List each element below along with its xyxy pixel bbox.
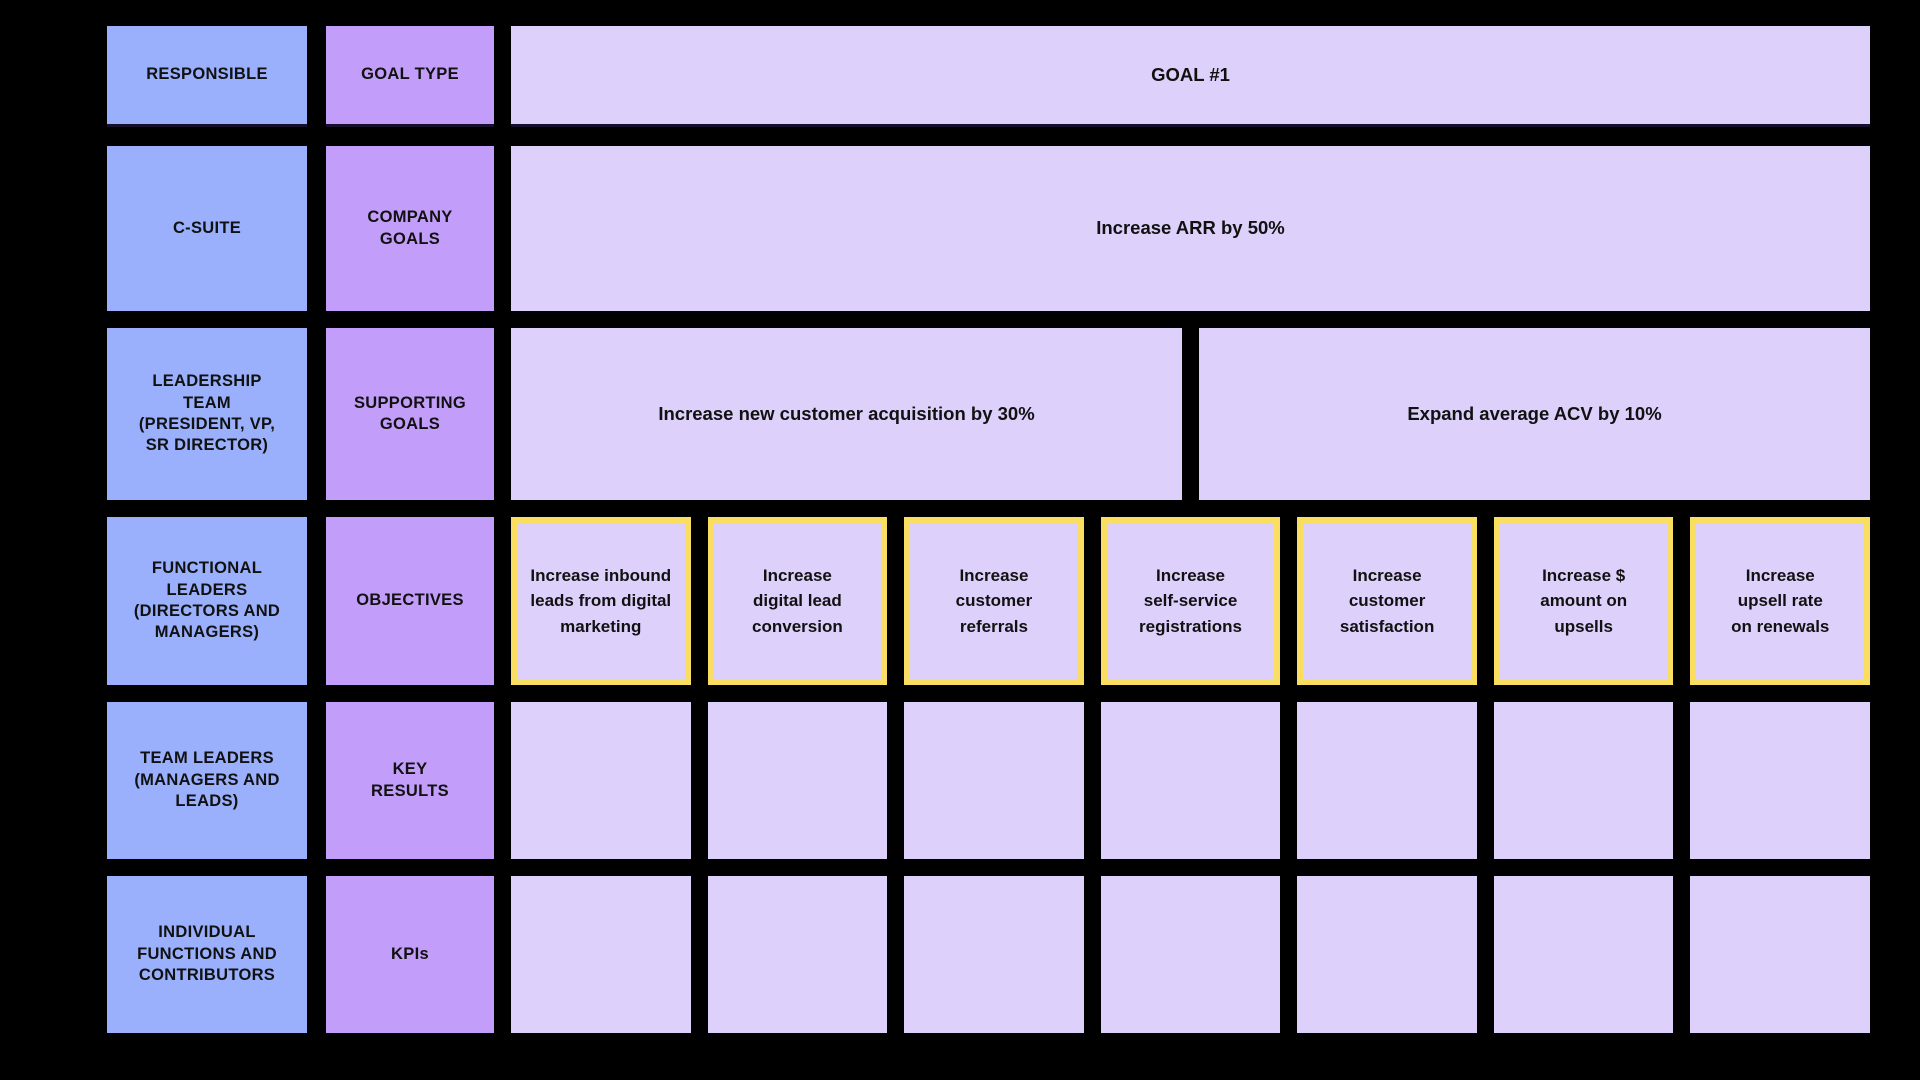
goal-type-label: KEY RESULTS <box>371 760 449 800</box>
header-goal-type: GOAL TYPE <box>326 26 494 124</box>
header-goal-container: GOAL #1 <box>511 26 1870 124</box>
key-result-cell[interactable] <box>1100 702 1281 859</box>
goal-type-label: KPIs <box>391 944 429 963</box>
header-row: RESPONSIBLE GOAL TYPE GOAL #1 <box>107 26 1870 124</box>
company-goal-cell[interactable]: Increase ARR by 50% <box>511 146 1870 311</box>
objective-cell[interactable]: Increase customer satisfaction <box>1297 517 1477 685</box>
row-supporting-goals: LEADERSHIP TEAM (PRESIDENT, VP, SR DIREC… <box>107 328 1870 500</box>
responsible-individual-contributors: INDIVIDUAL FUNCTIONS AND CONTRIBUTORS <box>107 876 307 1033</box>
row-objectives: FUNCTIONAL LEADERS (DIRECTORS AND MANAGE… <box>107 517 1871 685</box>
objective-text: Increase $ amount on upsells <box>1540 566 1628 636</box>
row-kpis: INDIVIDUAL FUNCTIONS AND CONTRIBUTORS KP… <box>107 876 1871 1033</box>
goal-type-kpis: KPIs <box>326 876 494 1033</box>
responsible-label: INDIVIDUAL FUNCTIONS AND CONTRIBUTORS <box>137 923 277 985</box>
company-goals-container: Increase ARR by 50% <box>511 146 1870 311</box>
key-results-container <box>511 702 1871 859</box>
company-goal-text: Increase ARR by 50% <box>1096 217 1285 239</box>
goal-type-objectives: OBJECTIVES <box>326 517 494 685</box>
key-result-cell[interactable] <box>1690 702 1871 859</box>
goal-type-label: SUPPORTING GOALS <box>353 393 467 433</box>
supporting-goal-text: Expand average ACV by 10% <box>1407 402 1662 424</box>
kpis-container <box>511 876 1871 1033</box>
kpi-cell[interactable] <box>707 876 888 1033</box>
responsible-label: C-SUITE <box>172 218 242 237</box>
objective-text: Increase customer referrals <box>955 566 1033 636</box>
header-responsible: RESPONSIBLE <box>107 26 307 124</box>
key-result-cell[interactable] <box>511 702 691 859</box>
kpi-cell[interactable] <box>1690 876 1871 1033</box>
row-company-goals: C-SUITE COMPANY GOALS Increase ARR by 50… <box>107 146 1870 311</box>
responsible-team-leaders: TEAM LEADERS (MANAGERS AND LEADS) <box>107 702 307 859</box>
responsible-functional-leaders: FUNCTIONAL LEADERS (DIRECTORS AND MANAGE… <box>107 517 307 685</box>
kpi-cell[interactable] <box>511 876 691 1033</box>
supporting-goals-container: Increase new customer acquisition by 30%… <box>511 328 1870 500</box>
goal-type-key-results: KEY RESULTS <box>326 702 494 859</box>
objective-text: Increase inbound leads from digital mark… <box>530 566 672 636</box>
objectives-container: Increase inbound leads from digital mark… <box>511 517 1871 685</box>
objective-cell[interactable]: Increase $ amount on upsells <box>1493 517 1674 685</box>
responsible-c-suite: C-SUITE <box>107 146 307 311</box>
objective-text: Increase upsell rate on renewals <box>1731 566 1830 636</box>
objective-cell[interactable]: Increase upsell rate on renewals <box>1690 517 1871 685</box>
key-result-cell[interactable] <box>904 702 1084 859</box>
header-goal-type-label: GOAL TYPE <box>361 65 459 84</box>
kpi-cell[interactable] <box>1493 876 1674 1033</box>
objective-cell[interactable]: Increase digital lead conversion <box>707 517 888 685</box>
goal-type-company-goals: COMPANY GOALS <box>326 146 494 311</box>
kpi-cell[interactable] <box>1100 876 1281 1033</box>
key-result-cell[interactable] <box>1493 702 1674 859</box>
objective-cell[interactable]: Increase self-service registrations <box>1100 517 1281 685</box>
objective-cell[interactable]: Increase customer referrals <box>904 517 1084 685</box>
header-responsible-label: RESPONSIBLE <box>146 65 268 84</box>
key-result-cell[interactable] <box>1297 702 1477 859</box>
responsible-leadership-team: LEADERSHIP TEAM (PRESIDENT, VP, SR DIREC… <box>107 328 307 500</box>
objective-text: Increase digital lead conversion <box>752 566 843 636</box>
responsible-label: LEADERSHIP TEAM (PRESIDENT, VP, SR DIREC… <box>138 372 276 455</box>
header-goal-label: GOAL #1 <box>1151 63 1230 85</box>
key-result-cell[interactable] <box>707 702 888 859</box>
goal-type-supporting-goals: SUPPORTING GOALS <box>326 328 494 500</box>
kpi-cell[interactable] <box>1297 876 1477 1033</box>
responsible-label: FUNCTIONAL LEADERS (DIRECTORS AND MANAGE… <box>133 559 281 642</box>
row-key-results: TEAM LEADERS (MANAGERS AND LEADS) KEY RE… <box>107 702 1871 859</box>
responsible-label: TEAM LEADERS (MANAGERS AND LEADS) <box>134 749 280 811</box>
supporting-goal-cell[interactable]: Increase new customer acquisition by 30% <box>511 328 1182 500</box>
supporting-goal-cell[interactable]: Expand average ACV by 10% <box>1199 328 1870 500</box>
header-goal-banner: GOAL #1 <box>511 26 1870 124</box>
objective-text: Increase self-service registrations <box>1139 566 1243 636</box>
kpi-cell[interactable] <box>904 876 1084 1033</box>
objective-text: Increase customer satisfaction <box>1339 566 1435 636</box>
supporting-goal-text: Increase new customer acquisition by 30% <box>658 402 1035 424</box>
goal-type-label: COMPANY GOALS <box>367 208 453 248</box>
goal-type-label: OBJECTIVES <box>356 591 464 610</box>
objective-cell[interactable]: Increase inbound leads from digital mark… <box>511 517 691 685</box>
